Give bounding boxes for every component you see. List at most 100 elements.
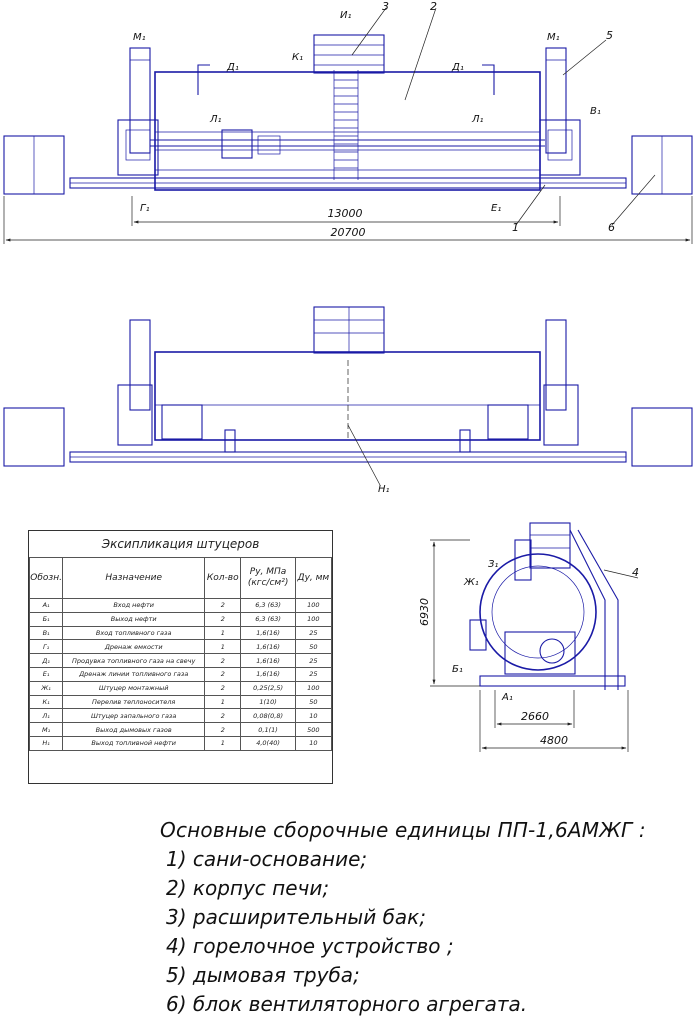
fitting-label-m1-left: М₁ bbox=[133, 32, 146, 43]
table-header-cell: Ду, мм bbox=[294, 557, 333, 599]
fitting-label-k1: К₁ bbox=[292, 52, 303, 63]
table-header-row: Обозн. Назначение Кол-во Ру, МПа (кгс/см… bbox=[28, 557, 333, 599]
pos-label-5: 5 bbox=[606, 29, 613, 42]
fitting-label-b1: Б₁ bbox=[452, 664, 463, 675]
table-cell: 2 bbox=[204, 680, 242, 696]
fitting-label-l1-right: Л₁ bbox=[471, 114, 484, 125]
table-cell: 1 bbox=[204, 735, 242, 751]
table-cell: Л₁ bbox=[28, 708, 64, 724]
table-cell: 2 bbox=[204, 653, 242, 668]
table-cell: Штуцер запального газа bbox=[62, 708, 206, 724]
table-cell: 100 bbox=[294, 680, 333, 696]
table-cell: Д₁ bbox=[28, 653, 64, 668]
table-cell: Г₁ bbox=[28, 639, 64, 655]
table-cell: Продувка топливного газа на свечу bbox=[62, 653, 206, 668]
table-cell: 2 bbox=[204, 722, 242, 737]
dim-4800: 4800 bbox=[540, 734, 568, 747]
table-cell: Дренаж линии топливного газа bbox=[62, 666, 206, 682]
table-cell: В₁ bbox=[28, 625, 64, 641]
table-cell: 4,0(40) bbox=[240, 735, 296, 751]
table-cell: 0,25(2,5) bbox=[240, 680, 296, 696]
dim-20700: 20700 bbox=[331, 226, 366, 239]
table-cell: 1 bbox=[204, 694, 242, 710]
pos-label-6: 6 bbox=[608, 221, 615, 234]
rear-elevation bbox=[3, 306, 693, 486]
dim-6930: 6930 bbox=[418, 598, 431, 626]
fitting-label-d1-right: Д₁ bbox=[451, 62, 464, 73]
table-cell: 100 bbox=[294, 598, 333, 613]
notes-item: 4) горелочное устройство ; bbox=[166, 934, 454, 958]
table-cell: Е₁ bbox=[28, 666, 64, 682]
table-cell: 2 bbox=[204, 598, 242, 613]
table-cell: 1 bbox=[204, 639, 242, 655]
table-cell: Выход топливной нефти bbox=[62, 735, 206, 751]
fitting-label-i1: И₁ bbox=[340, 10, 352, 21]
table-cell: 50 bbox=[294, 694, 333, 710]
table-cell: Н₁ bbox=[28, 735, 64, 751]
fitting-label-g1: Г₁ bbox=[140, 203, 150, 214]
notes-heading: Основные сборочные единицы ПП-1,6АМЖГ : bbox=[160, 818, 646, 842]
pos-label-4: 4 bbox=[632, 566, 639, 579]
table-cell: 1,6(16) bbox=[240, 666, 296, 682]
assembly-notes: Основные сборочные единицы ПП-1,6АМЖГ : … bbox=[160, 816, 690, 1019]
table-cell: Выход нефти bbox=[62, 611, 206, 627]
table-cell: 10 bbox=[294, 708, 333, 724]
table-cell: 25 bbox=[294, 666, 333, 682]
notes-item: 5) дымовая труба; bbox=[166, 963, 360, 987]
table-cell: 50 bbox=[294, 639, 333, 655]
table-cell: 2 bbox=[204, 708, 242, 724]
table-title: Эксипликация штуцеров bbox=[29, 531, 332, 558]
dim-2660: 2660 bbox=[521, 710, 549, 723]
table-cell: 0,1(1) bbox=[240, 722, 296, 737]
table-cell: 6,3 (63) bbox=[240, 598, 296, 613]
table-cell: 1(10) bbox=[240, 694, 296, 710]
table-cell: Выход дымовых газов bbox=[62, 722, 206, 737]
table-cell: 2 bbox=[204, 611, 242, 627]
fitting-label-v1: В₁ bbox=[590, 106, 601, 117]
table-cell: 100 bbox=[294, 611, 333, 627]
fittings-table: Эксипликация штуцеров Обозн. Назначение … bbox=[28, 530, 333, 784]
notes-item: 3) расширительный бак; bbox=[166, 905, 426, 929]
fitting-label-m1-right: М₁ bbox=[547, 32, 560, 43]
dim-13000: 13000 bbox=[328, 207, 363, 220]
pos-label-2: 2 bbox=[430, 0, 437, 13]
table-cell: Вход нефти bbox=[62, 598, 206, 613]
front-elevation bbox=[3, 7, 693, 244]
notes-item: 2) корпус печи; bbox=[166, 876, 330, 900]
table-cell: Ж₁ bbox=[28, 680, 64, 696]
table-cell: 10 bbox=[294, 735, 333, 751]
table-cell: 1,6(16) bbox=[240, 625, 296, 641]
table-header-cell: Ру, МПа (кгс/см²) bbox=[240, 557, 296, 599]
table-cell: 0,08(0,8) bbox=[240, 708, 296, 724]
table-cell: К₁ bbox=[28, 694, 64, 710]
table-cell: Штуцер монтажный bbox=[62, 680, 206, 696]
fitting-label-n1: Н₁ bbox=[378, 484, 390, 495]
side-view bbox=[430, 522, 639, 752]
table-cell: 25 bbox=[294, 625, 333, 641]
fitting-label-l1-left: Л₁ bbox=[209, 114, 222, 125]
table-cell: М₁ bbox=[28, 722, 64, 737]
table-header-cell: Кол-во bbox=[204, 557, 242, 599]
table-header-cell: Обозн. bbox=[28, 557, 64, 599]
table-header-cell: Назначение bbox=[62, 557, 206, 599]
fitting-label-e1: Е₁ bbox=[491, 203, 501, 214]
table-cell: 25 bbox=[294, 653, 333, 668]
fitting-label-d1-left: Д₁ bbox=[226, 62, 239, 73]
pos-label-3: 3 bbox=[382, 0, 389, 13]
table-cell: 1,6(16) bbox=[240, 639, 296, 655]
fitting-label-zh1: Ж₁ bbox=[463, 577, 479, 588]
table-cell: 500 bbox=[294, 722, 333, 737]
